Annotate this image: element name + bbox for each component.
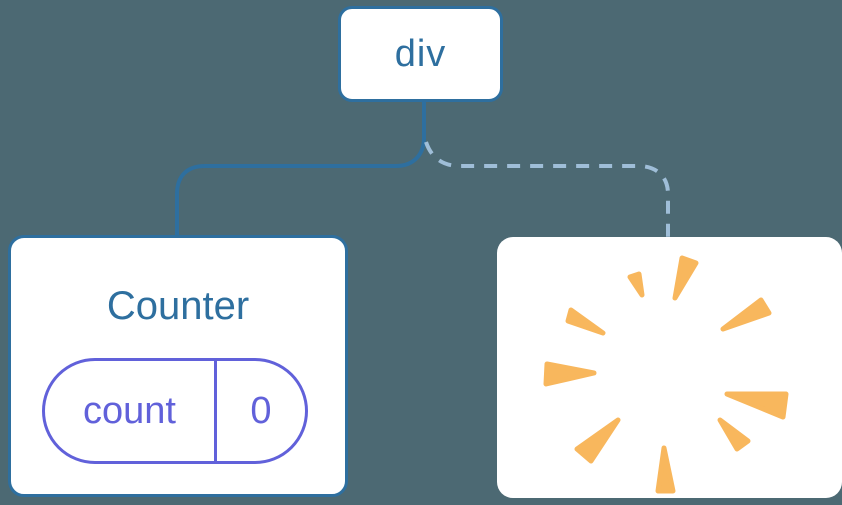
spark-shape <box>672 255 699 301</box>
edge-div-to-counter <box>175 102 426 235</box>
counter-title: Counter <box>106 284 250 328</box>
state-name: count <box>83 389 176 432</box>
spark-shape <box>717 417 751 452</box>
counter-node: Counter count 0 <box>8 235 348 497</box>
spark-shape <box>543 361 597 387</box>
root-div-label: div <box>394 32 447 75</box>
spark-shape <box>655 445 676 494</box>
spark-shape <box>720 297 772 332</box>
edge-div-to-removed <box>424 141 670 237</box>
state-pill-divider <box>214 361 217 461</box>
spark-shape <box>565 307 606 336</box>
state-pill: count 0 <box>42 358 308 464</box>
spark-shape <box>574 417 621 464</box>
spark-shape <box>724 391 789 420</box>
root-div-node: div <box>338 6 503 102</box>
removed-component-node <box>497 237 842 498</box>
spark-shape <box>627 271 645 298</box>
state-value: 0 <box>250 389 272 432</box>
poof-icon <box>543 255 789 494</box>
